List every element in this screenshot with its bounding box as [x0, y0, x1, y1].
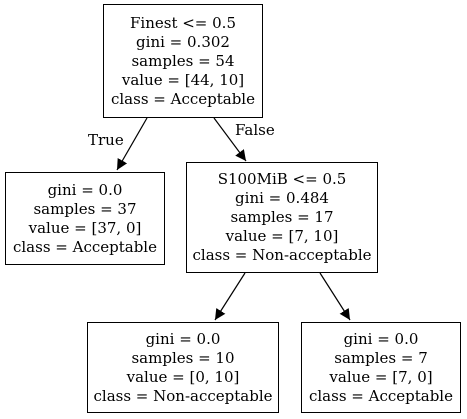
leaf-bottom-left-samples: samples = 10: [131, 348, 235, 367]
root-samples: samples = 54: [131, 51, 235, 70]
leaf-bottom-right-class: class = Acceptable: [308, 386, 453, 405]
root-node: Finest <= 0.5 gini = 0.302 samples = 54 …: [103, 4, 263, 118]
root-value: value = [44, 10]: [121, 70, 245, 89]
root-class: class = Acceptable: [110, 89, 255, 108]
left-leaf-gini: gini = 0.0: [47, 180, 123, 199]
leaf-bottom-right-value: value = [7, 0]: [329, 367, 433, 386]
edge-split-to-leaf-right: [319, 272, 351, 321]
split-node: S100MiB <= 0.5 gini = 0.484 samples = 17…: [186, 162, 378, 273]
left-leaf-class: class = Acceptable: [12, 237, 157, 256]
split-node-value: value = [7, 10]: [225, 227, 339, 245]
root-split-condition: Finest <= 0.5: [130, 13, 236, 32]
leaf-bottom-left-gini: gini = 0.0: [145, 329, 221, 348]
edge-root-to-left-leaf: [116, 117, 148, 171]
split-node-condition: S100MiB <= 0.5: [217, 170, 347, 188]
split-node-class: class = Non-acceptable: [192, 246, 372, 264]
left-leaf-value: value = [37, 0]: [28, 218, 142, 237]
leaf-bottom-left-class: class = Non-acceptable: [93, 386, 273, 405]
leaf-bottom-right-samples: samples = 7: [334, 348, 428, 367]
left-leaf-node: gini = 0.0 samples = 37 value = [37, 0] …: [5, 172, 165, 265]
left-leaf-samples: samples = 37: [33, 199, 137, 218]
edge-root-to-split-node: [213, 117, 247, 162]
leaf-bottom-left-value: value = [0, 10]: [126, 367, 240, 386]
false-edge-label: False: [235, 121, 275, 139]
true-edge-label: True: [88, 131, 124, 149]
split-node-gini: gini = 0.484: [235, 189, 329, 207]
leaf-bottom-right-gini: gini = 0.0: [343, 329, 419, 348]
root-gini: gini = 0.302: [136, 32, 230, 51]
edge-split-to-leaf-left: [214, 272, 246, 321]
leaf-bottom-right-node: gini = 0.0 samples = 7 value = [7, 0] cl…: [301, 322, 461, 413]
leaf-bottom-left-node: gini = 0.0 samples = 10 value = [0, 10] …: [87, 322, 279, 413]
split-node-samples: samples = 17: [230, 208, 334, 226]
